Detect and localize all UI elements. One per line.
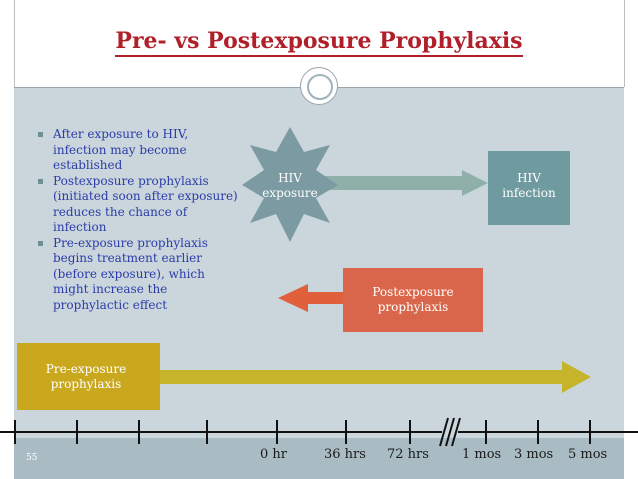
bullet-item: Postexposure prophylaxis (initiated soon…	[38, 174, 238, 236]
timeline	[0, 417, 638, 447]
bullet-item: Pre-exposure prophylaxis begins treatmen…	[38, 236, 238, 314]
page-title: Pre- vs Postexposure Prophylaxis	[0, 28, 638, 57]
arrow-exposure-to-infection	[305, 170, 488, 196]
timeline-break-icon	[439, 417, 461, 447]
postexposure-label: Postexposure prophylaxis	[372, 285, 454, 314]
arrow-preexposure	[160, 361, 591, 393]
timeline-label: 72 hrs	[387, 447, 429, 462]
postexposure-box	[343, 268, 483, 332]
bullet-list: After exposure to HIV, infection may bec…	[38, 127, 238, 313]
timeline-label: 3 mos	[514, 447, 554, 462]
arrow-postexposure	[278, 284, 343, 312]
preexposure-label: Pre-exposure prophylaxis	[45, 362, 127, 391]
slide-number: 55	[26, 453, 38, 463]
hiv-exposure-label: HIV exposure	[262, 171, 318, 200]
preexposure-box	[17, 343, 160, 410]
timeline-label: 5 mos	[568, 447, 608, 462]
circle-ornament-icon	[300, 67, 338, 105]
hiv-infection-label: HIV infection	[502, 171, 556, 200]
timeline-bar	[14, 438, 624, 479]
timeline-label: 1 mos	[462, 447, 502, 462]
hiv-infection-box	[488, 151, 570, 225]
right-border	[624, 0, 625, 87]
timeline-label: 0 hr	[260, 447, 287, 462]
timeline-label: 36 hrs	[324, 447, 366, 462]
left-border	[14, 0, 15, 87]
hiv-exposure-starburst	[242, 127, 338, 242]
bullet-item: After exposure to HIV, infection may bec…	[38, 127, 238, 174]
